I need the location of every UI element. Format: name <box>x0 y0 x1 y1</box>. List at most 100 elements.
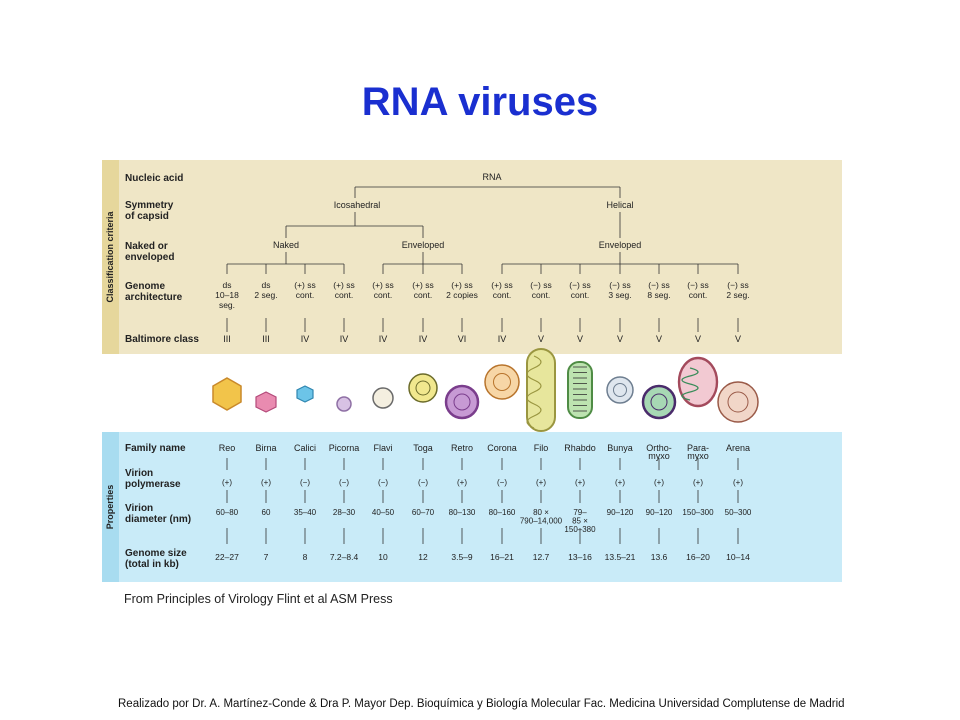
genome-architecture-cell: 10–18 <box>215 290 239 300</box>
genome-architecture-cell: cont. <box>335 290 353 300</box>
genome-architecture-cell: cont. <box>296 290 314 300</box>
genome-size-cell: 13.6 <box>651 552 668 562</box>
family-name-cell: Para- <box>687 443 709 453</box>
baltimore-class-cell: VI <box>458 334 467 344</box>
virion-core-icon <box>493 373 511 391</box>
genome-size-cell: 10–14 <box>726 552 750 562</box>
genome-size-cell: 7 <box>264 552 269 562</box>
genome-architecture-cell: 2 seg. <box>254 290 277 300</box>
polymerase-cell: (+) <box>222 478 232 487</box>
filo-virion-icon <box>526 355 542 429</box>
baltimore-class-cell: V <box>656 334 662 344</box>
genome-size-cell: 16–20 <box>686 552 710 562</box>
baltimore-class-cell: IV <box>498 334 507 344</box>
genome-size-cell: 13.5–21 <box>605 552 636 562</box>
family-name-cell: Calici <box>294 443 316 453</box>
diameter-cell: 80 × <box>533 508 549 517</box>
properties-sidebar <box>102 432 119 582</box>
genome-architecture-cell: (+) ss <box>372 280 394 290</box>
diameter-cell: 90–120 <box>607 508 634 517</box>
family-name-cell: Flavi <box>373 443 392 453</box>
polymerase-cell: (+) <box>457 478 467 487</box>
baltimore-class-cell: IV <box>419 334 428 344</box>
row-label-symmetry: of capsid <box>125 211 169 222</box>
reo-virion-icon <box>212 377 242 411</box>
row-label-polymerase: Virion <box>125 468 153 479</box>
diameter-cell: 60–70 <box>412 508 435 517</box>
filo-virion-icon <box>526 348 556 432</box>
virion-icon <box>484 364 520 400</box>
genome-architecture-cell: cont. <box>414 290 432 300</box>
diameter-cell: 85 × <box>572 517 588 526</box>
row-label-genome-architecture: Genome <box>125 281 165 292</box>
genome-architecture-cell: (−) ss <box>648 280 670 290</box>
diameter-cell: 50–300 <box>725 508 752 517</box>
polymerase-cell: (+) <box>575 478 585 487</box>
source-citation: From Principles of Virology Flint et al … <box>124 592 393 606</box>
baltimore-class-cell: IV <box>379 334 388 344</box>
properties-panel <box>102 432 842 582</box>
family-name-cell: Arena <box>726 443 750 453</box>
genome-architecture-cell: (+) ss <box>294 280 316 290</box>
virion-icon <box>717 381 759 423</box>
genome-architecture-cell: (−) ss <box>530 280 552 290</box>
polymerase-cell: (−) <box>497 478 507 487</box>
row-label-family: Family name <box>125 443 186 454</box>
genome-architecture-cell: (−) ss <box>727 280 749 290</box>
genome-architecture-cell: (+) ss <box>412 280 434 290</box>
genome-architecture-cell: seg. <box>219 300 235 310</box>
virion-core-icon <box>727 391 749 413</box>
sidebar-properties-label: Properties <box>105 485 115 530</box>
family-name-cell: Retro <box>451 443 473 453</box>
genome-architecture-cell: 2 copies <box>446 290 478 300</box>
family-name-cell: myxo <box>648 451 670 461</box>
virion-icon <box>444 384 480 420</box>
virion-core-icon <box>613 383 627 397</box>
genome-size-cell: 16–21 <box>490 552 514 562</box>
row-label-naked-enveloped: enveloped <box>125 252 174 263</box>
genome-architecture-cell: cont. <box>532 290 550 300</box>
family-name-cell: Ortho- <box>646 443 672 453</box>
polymerase-cell: (−) <box>300 478 310 487</box>
polymerase-cell: (+) <box>261 478 271 487</box>
genome-size-cell: 22–27 <box>215 552 239 562</box>
genome-architecture-cell: cont. <box>493 290 511 300</box>
tree-node-enveloped-helical: Enveloped <box>599 240 642 250</box>
row-label-naked-enveloped: Naked or <box>125 241 168 252</box>
genome-architecture-cell: (+) ss <box>491 280 513 290</box>
genome-size-cell: 12 <box>418 552 428 562</box>
paramyxo-virion-icon <box>681 367 699 401</box>
virion-core-icon <box>453 393 471 411</box>
row-label-genome-size: Genome size <box>125 548 187 559</box>
baltimore-class-cell: III <box>223 334 231 344</box>
rhabdo-virion-icon <box>567 361 593 419</box>
genome-architecture-cell: 2 seg. <box>726 290 749 300</box>
genome-architecture-cell: 3 seg. <box>608 290 631 300</box>
polymerase-cell: (+) <box>693 478 703 487</box>
family-name-cell: myxo <box>687 451 709 461</box>
row-label-diameter: Virion <box>125 503 153 514</box>
polymerase-cell: (−) <box>339 478 349 487</box>
genome-size-cell: 13–16 <box>568 552 592 562</box>
diameter-cell: 60 <box>262 508 271 517</box>
virion-icon <box>606 376 634 404</box>
genome-architecture-cell: cont. <box>374 290 392 300</box>
row-label-symmetry: Symmetry <box>125 200 174 211</box>
baltimore-class-cell: V <box>735 334 741 344</box>
sidebar-criteria-label: Classification criteria <box>105 210 115 302</box>
genome-architecture-cell: (+) ss <box>451 280 473 290</box>
baltimore-class-cell: IV <box>301 334 310 344</box>
virion-icon <box>408 373 438 403</box>
family-name-cell: Birna <box>255 443 276 453</box>
family-name-cell: Corona <box>487 443 517 453</box>
baltimore-class-cell: V <box>695 334 701 344</box>
genome-size-cell: 10 <box>378 552 388 562</box>
icosahedral-virion-icon <box>255 391 277 413</box>
icosahedral-virion-icon <box>296 385 314 403</box>
baltimore-class-cell: IV <box>340 334 349 344</box>
virion-icon <box>372 387 394 409</box>
genome-size-cell: 7.2–8.4 <box>330 552 359 562</box>
diameter-cell: 28–30 <box>333 508 356 517</box>
genome-architecture-cell: (−) ss <box>609 280 631 290</box>
